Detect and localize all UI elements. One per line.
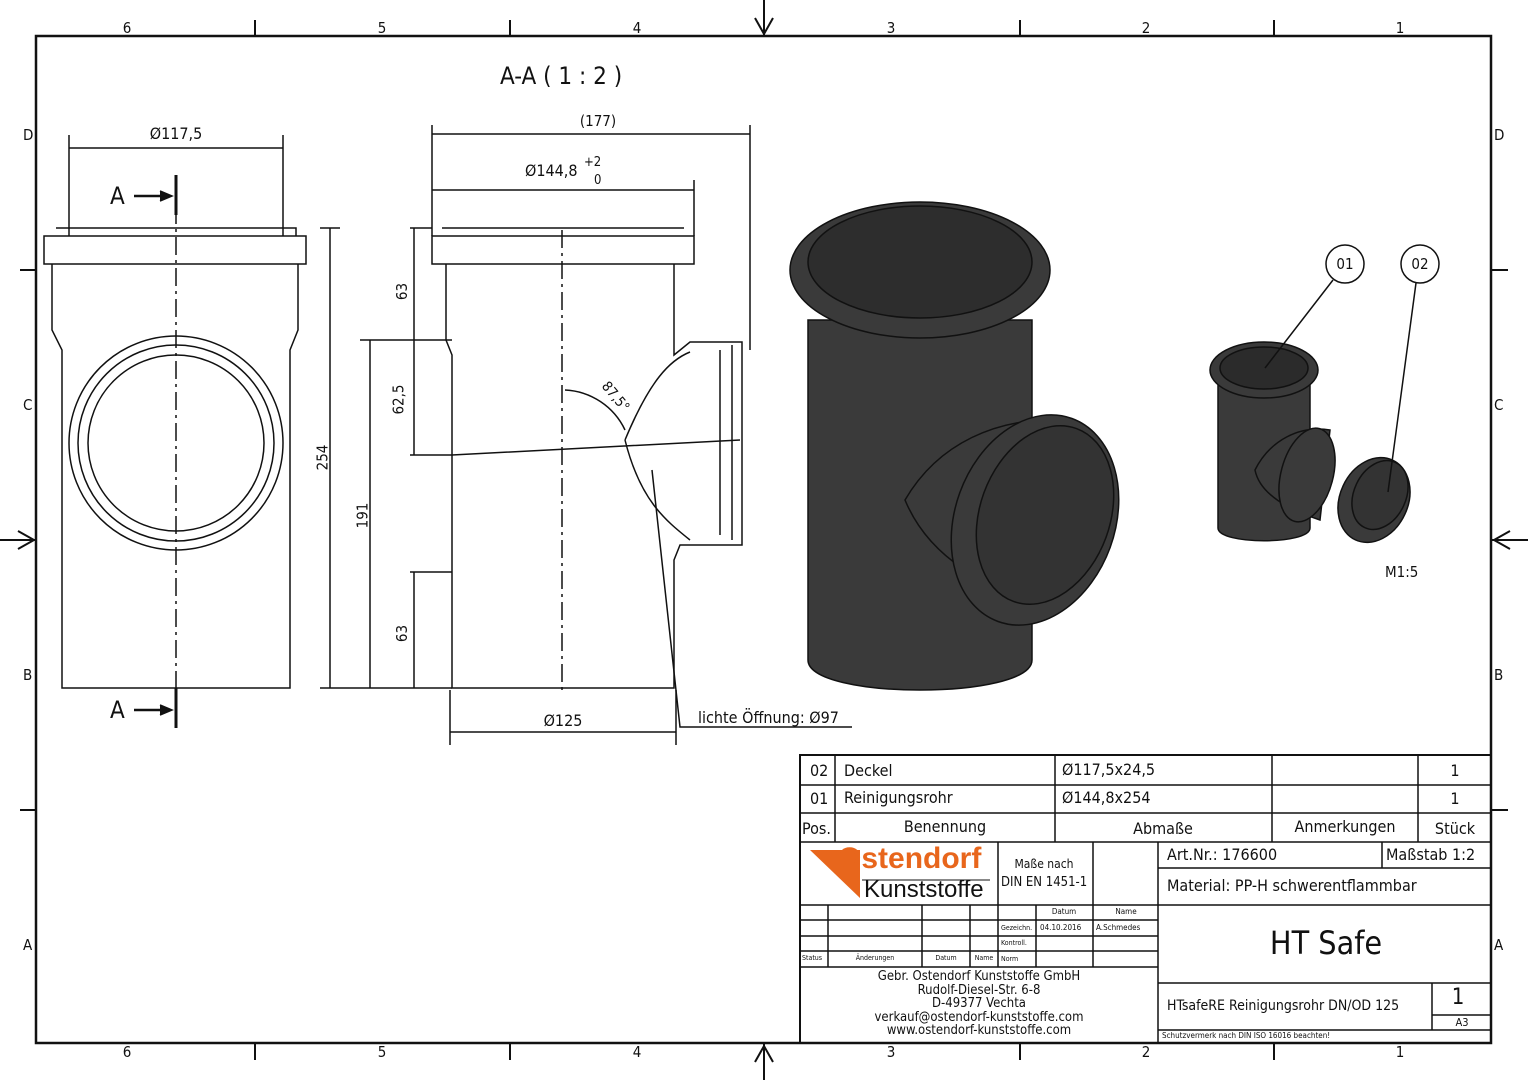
header-name: Benennung (903, 817, 987, 836)
part-dims: Ø117,5x24,5 (1062, 760, 1156, 779)
zone-row-b: B (23, 666, 33, 684)
part-qty: 1 (1450, 761, 1460, 780)
logo-kunststoffe: Kunststoffe (864, 876, 984, 903)
zone-col-5: 5 (377, 19, 387, 37)
zone-row-d: D (23, 126, 34, 144)
drawn-by: A.Schmedes (1096, 923, 1141, 932)
sheet-format: A3 (1455, 1016, 1469, 1029)
article-number: Art.Nr.: 176600 (1167, 845, 1278, 864)
drawn-date: 04.10.2016 (1040, 923, 1082, 932)
logo-ostendorf: Ostendorf (838, 842, 982, 875)
zone-col-1-bottom: 1 (1395, 1043, 1405, 1061)
zone-col-2: 2 (1141, 19, 1151, 37)
company-email[interactable]: verkauf@ostendorf-kunststoffe.com (874, 1010, 1084, 1025)
zone-col-3: 3 (886, 19, 896, 37)
norm-standard: DIN EN 1451-1 (1001, 875, 1088, 890)
zone-col-3-bottom: 3 (886, 1043, 896, 1061)
zone-row-c-right: C (1494, 396, 1504, 414)
header-pos: Pos. (802, 819, 831, 838)
datum-header: Datum (1051, 907, 1077, 916)
dim-overall-width: (177) (579, 112, 617, 130)
part-name: Deckel (844, 761, 893, 780)
zone-col-6-bottom: 6 (122, 1043, 132, 1061)
dim-diameter-117: Ø117,5 (149, 124, 203, 143)
zone-row-a: A (23, 936, 33, 954)
dim-clear-opening: lichte Öffnung: Ø97 (698, 708, 839, 727)
zone-col-5-bottom: 5 (377, 1043, 387, 1061)
dim-height-62-5: 62,5 (389, 384, 408, 415)
checked-label: Kontroll. (1001, 939, 1027, 947)
zone-row-a-right: A (1494, 936, 1504, 954)
drawing-description: HTsafeRE Reinigungsrohr DN/OD 125 (1167, 998, 1400, 1014)
zone-row-c: C (23, 396, 33, 414)
sheet-number: 1 (1451, 985, 1465, 1010)
dim-diameter-144: Ø144,8 (525, 161, 578, 180)
part-dims: Ø144,8x254 (1062, 788, 1151, 807)
header-dims: Abmaße (1133, 819, 1193, 838)
part-pos: 02 (810, 761, 829, 780)
zone-row-d-right: D (1494, 126, 1505, 144)
zone-row-b-right: B (1494, 666, 1504, 684)
zone-col-6: 6 (122, 19, 132, 37)
dim-height-63-top: 63 (393, 282, 412, 301)
header-qty: Stück (1434, 819, 1476, 838)
company-city: D-49377 Vechta (932, 996, 1026, 1011)
zone-col-2-bottom: 2 (1141, 1043, 1151, 1061)
callout-02: 02 (1411, 255, 1429, 273)
change-name-label: Name (974, 954, 994, 962)
norm-row-label: Norm (1001, 955, 1019, 963)
drawn-label: Gezeichn. (1001, 924, 1033, 932)
norm-label: Maße nach (1014, 857, 1074, 871)
dim-height-254: 254 (313, 444, 332, 471)
company-street: Rudolf-Diesel-Str. 6-8 (917, 983, 1041, 998)
company-name: Gebr. Ostendorf Kunststoffe GmbH (877, 969, 1081, 984)
protection-note: Schutzvermerk nach DIN ISO 16016 beachte… (1162, 1031, 1331, 1040)
section-marker-bottom: A (110, 696, 125, 724)
zone-col-1: 1 (1395, 19, 1405, 37)
material: Material: PP-H schwerentflammbar (1167, 876, 1417, 895)
company-website[interactable]: www.ostendorf-kunststoffe.com (886, 1023, 1072, 1038)
part-qty: 1 (1450, 789, 1460, 808)
part-name: Reinigungsrohr (844, 788, 953, 807)
change-date-label: Datum (935, 954, 957, 962)
status-label: Status (802, 954, 823, 962)
dim-height-63-bottom: 63 (393, 624, 412, 643)
dim-tolerance-upper: +2 (584, 155, 602, 170)
section-marker-top: A (110, 182, 125, 210)
callout-01: 01 (1336, 255, 1354, 273)
changes-label: Änderungen (855, 954, 895, 962)
dim-height-191: 191 (353, 502, 372, 529)
part-pos: 01 (810, 789, 829, 808)
zone-col-4-bottom: 4 (632, 1043, 642, 1061)
zone-col-4: 4 (632, 19, 642, 37)
section-title: A-A ( 1 : 2 ) (500, 62, 623, 90)
dim-diameter-125: Ø125 (543, 711, 583, 730)
drawing-scale: Maßstab 1:2 (1386, 845, 1476, 864)
name-header: Name (1115, 907, 1137, 916)
dim-tolerance-lower: 0 (594, 173, 602, 188)
scale-note: M1:5 (1385, 563, 1419, 581)
header-remarks: Anmerkungen (1294, 817, 1396, 836)
drawing-title: HT Safe (1269, 924, 1383, 962)
